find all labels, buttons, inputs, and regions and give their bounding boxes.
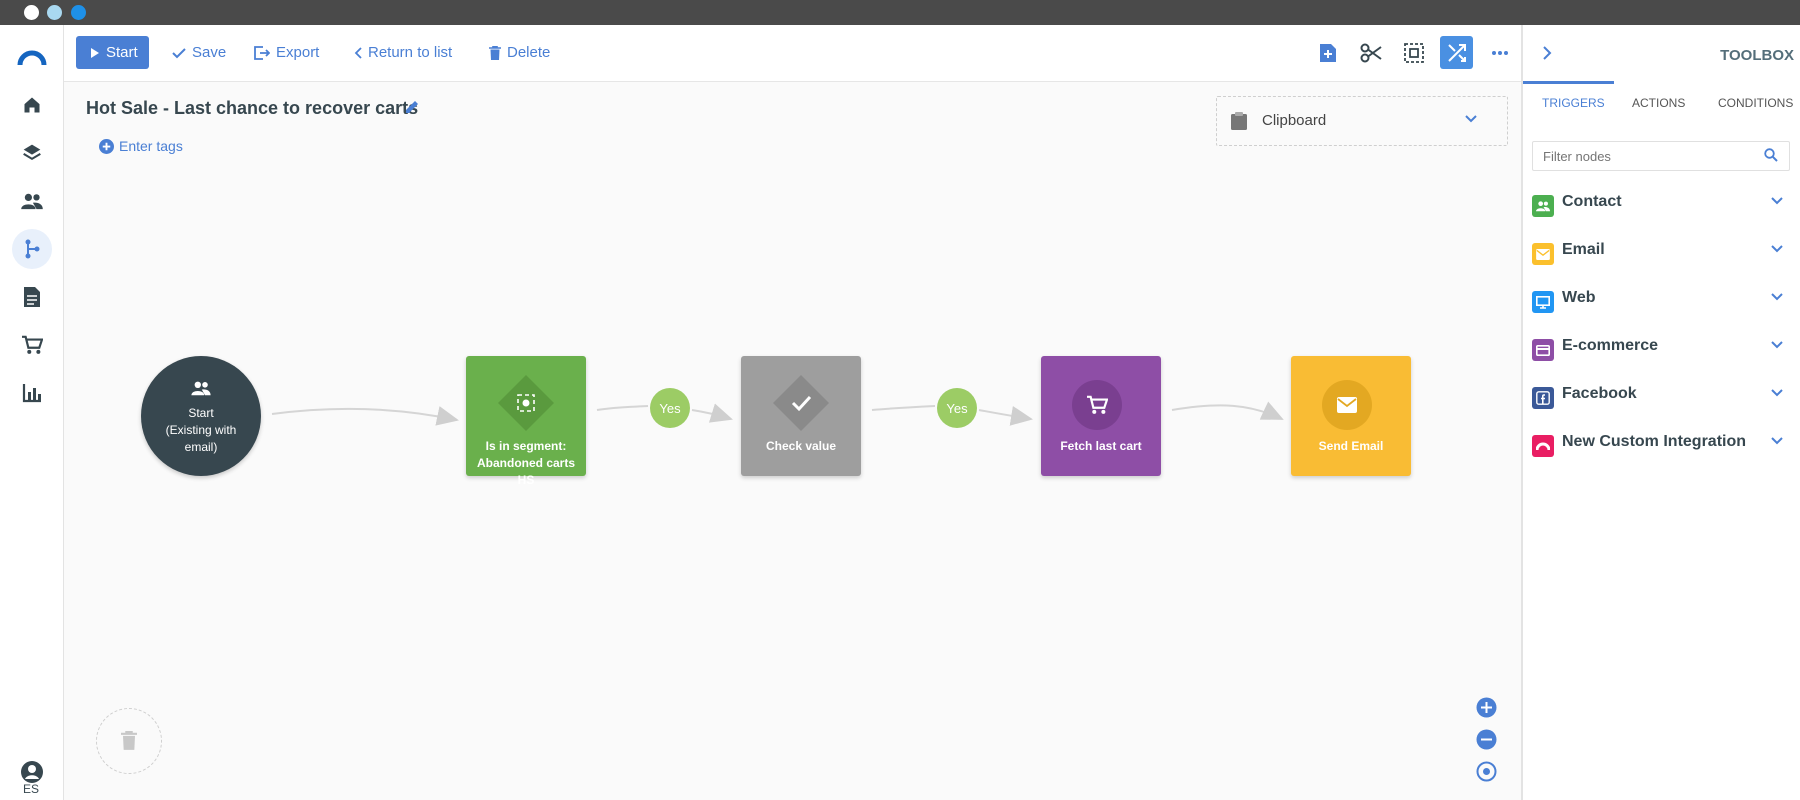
send-email-node[interactable]: Send Email: [1291, 356, 1411, 476]
trash-icon: [121, 731, 137, 750]
category-email[interactable]: Email: [1532, 239, 1787, 271]
chevron-down-icon: [1771, 389, 1783, 397]
tab-triggers[interactable]: TRIGGERS: [1542, 96, 1605, 110]
filter-nodes-input[interactable]: [1541, 146, 1755, 166]
search-icon: [1764, 148, 1778, 162]
start-node-label: Start (Existing with email): [165, 406, 237, 454]
document-icon[interactable]: [12, 277, 52, 317]
window-titlebar: [0, 0, 1800, 25]
reports-icon[interactable]: [12, 373, 52, 413]
cart-icon[interactable]: [12, 325, 52, 365]
zoom-out-icon[interactable]: [1476, 729, 1497, 750]
monitor-icon: [1532, 291, 1554, 313]
clipboard-icon: [1231, 112, 1247, 130]
toolbox-panel: TOOLBOX TRIGGERS ACTIONS CONDITIONS Cont…: [1521, 25, 1800, 800]
segment-condition-node[interactable]: Is in segment: Abandoned carts HS: [466, 356, 586, 487]
clipboard-label: Clipboard: [1262, 112, 1327, 129]
zoom-in-icon[interactable]: [1476, 697, 1497, 718]
chevron-down-icon: [1771, 293, 1783, 301]
yes-connector-label[interactable]: Yes: [650, 388, 690, 428]
window-close-dot[interactable]: [24, 5, 39, 20]
segment-node-label: Is in segment: Abandoned carts HS: [476, 439, 575, 487]
fetch-last-cart-label: Fetch last cart: [1060, 439, 1142, 453]
chevron-down-icon: [1771, 245, 1783, 253]
trash-drop-zone[interactable]: [96, 708, 162, 774]
facebook-icon: [1532, 387, 1554, 409]
edit-pencil-icon[interactable]: [404, 99, 422, 117]
delete-button[interactable]: Delete: [489, 36, 550, 69]
chevron-down-icon: [1771, 341, 1783, 349]
filter-nodes-field[interactable]: [1532, 141, 1790, 171]
save-button[interactable]: Save: [172, 36, 226, 69]
envelope-icon: [1532, 243, 1554, 265]
category-contact[interactable]: Contact: [1532, 191, 1787, 223]
window-minimize-dot[interactable]: [47, 5, 62, 20]
category-web[interactable]: Web: [1532, 287, 1787, 319]
people-icon: [1532, 195, 1554, 217]
checkmark-icon: [773, 375, 829, 431]
auto-layout-icon[interactable]: [1440, 36, 1473, 69]
scissors-icon[interactable]: [1354, 36, 1387, 69]
start-node[interactable]: Start (Existing with email): [141, 356, 261, 476]
cart-icon: [1072, 380, 1122, 430]
chevron-down-icon: [1771, 437, 1783, 445]
logo-icon[interactable]: [12, 37, 52, 77]
integration-icon: [1532, 435, 1554, 457]
active-tab-indicator: [1523, 81, 1614, 84]
tab-conditions[interactable]: CONDITIONS: [1718, 96, 1794, 110]
add-circle-icon: [99, 138, 114, 154]
category-new-custom-integration[interactable]: New Custom Integration: [1532, 431, 1787, 463]
chevron-down-icon: [1465, 115, 1477, 123]
category-facebook[interactable]: Facebook: [1532, 383, 1787, 415]
more-options-icon[interactable]: [1483, 36, 1516, 69]
check-value-label: Check value: [765, 439, 837, 453]
left-sidebar: ES: [0, 25, 64, 800]
center-view-icon[interactable]: [1476, 761, 1497, 782]
add-note-icon[interactable]: [1311, 36, 1344, 69]
home-icon[interactable]: [12, 85, 52, 125]
contacts-icon[interactable]: [12, 181, 52, 221]
people-icon: [191, 381, 211, 396]
yes-connector-label[interactable]: Yes: [937, 388, 977, 428]
envelope-icon: [1322, 380, 1372, 430]
return-to-list-button[interactable]: Return to list: [354, 36, 452, 69]
diamond-icon: [498, 375, 554, 431]
export-button[interactable]: Export: [254, 36, 319, 69]
select-area-icon[interactable]: [1397, 36, 1430, 69]
workflow-title: Hot Sale - Last chance to recover carts: [86, 98, 419, 118]
send-email-label: Send Email: [1318, 439, 1384, 453]
editor-toolbar: Start Save Export Return to list Delete: [64, 25, 1521, 82]
language-label[interactable]: ES: [23, 782, 40, 796]
tab-actions[interactable]: ACTIONS: [1632, 96, 1686, 110]
start-button[interactable]: Start: [76, 36, 149, 69]
fetch-last-cart-node[interactable]: Fetch last cart: [1041, 356, 1161, 476]
clipboard-dropdown[interactable]: Clipboard: [1216, 96, 1508, 146]
toolbox-title: TOOLBOX: [1720, 47, 1794, 64]
layers-icon[interactable]: [12, 133, 52, 173]
user-avatar-icon[interactable]: [20, 760, 44, 784]
category-ecommerce[interactable]: E-commerce: [1532, 335, 1787, 367]
window-maximize-dot[interactable]: [71, 5, 86, 20]
automation-icon[interactable]: [12, 229, 52, 269]
check-value-node[interactable]: Check value: [741, 356, 861, 476]
collapse-panel-icon[interactable]: [1543, 46, 1552, 60]
card-icon: [1532, 339, 1554, 361]
chevron-down-icon: [1771, 197, 1783, 205]
enter-tags-button[interactable]: Enter tags: [99, 138, 183, 154]
